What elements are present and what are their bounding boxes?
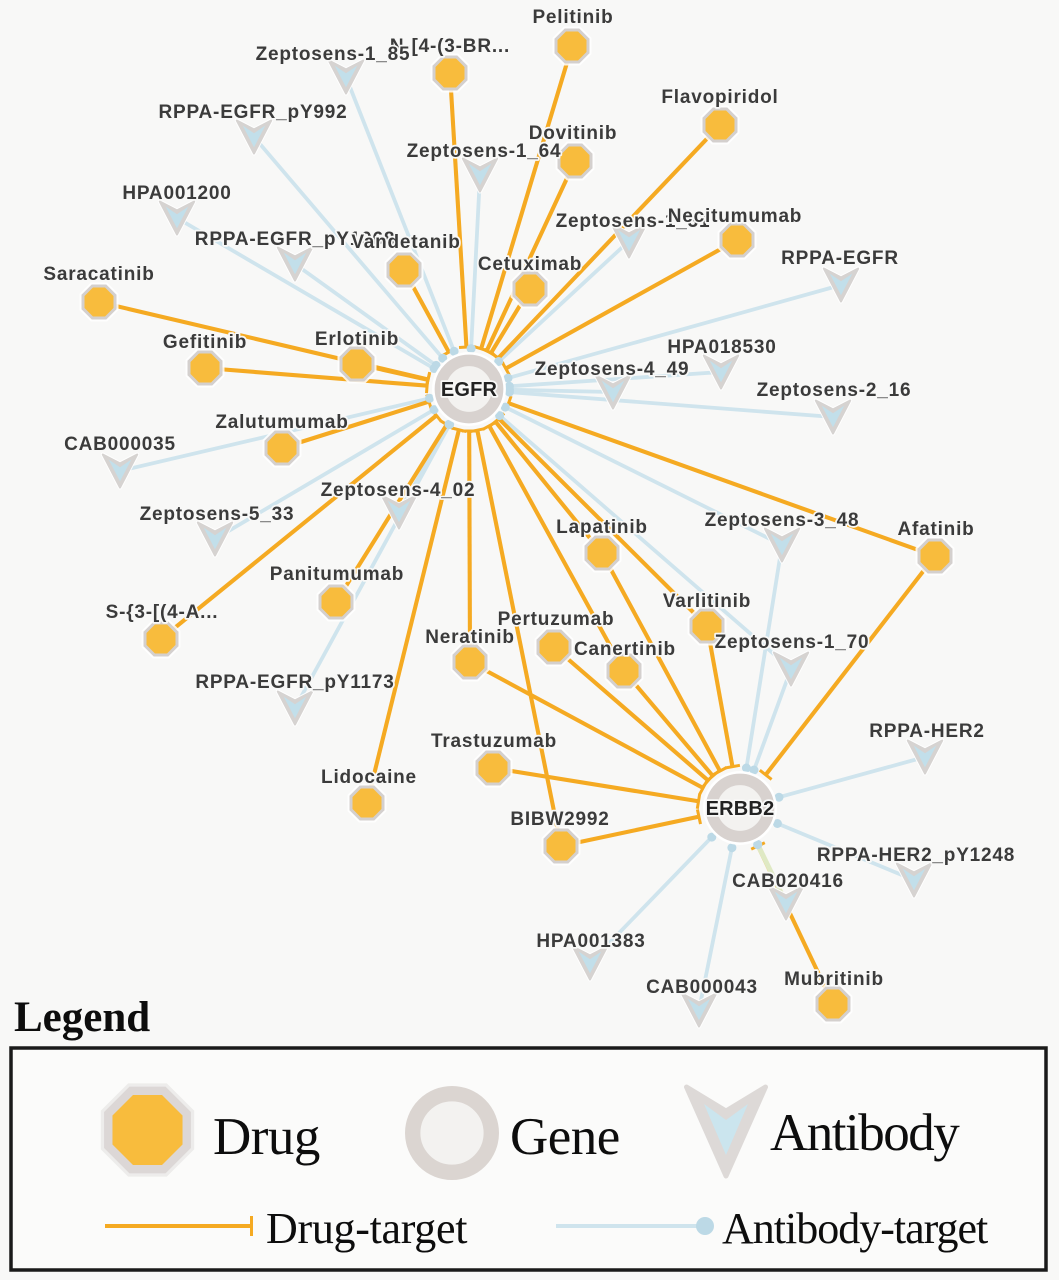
svg-text:BIBW2992: BIBW2992 [510, 809, 609, 830]
svg-text:RPPA-EGFR: RPPA-EGFR [781, 248, 899, 269]
svg-text:Flavopiridol: Flavopiridol [661, 87, 778, 108]
svg-text:RPPA-EGFR_pY1068: RPPA-EGFR_pY1068 [195, 229, 395, 250]
svg-text:Zeptosens-3_48: Zeptosens-3_48 [705, 510, 860, 531]
svg-text:Erlotinib: Erlotinib [315, 329, 399, 350]
svg-text:Dovitinib: Dovitinib [529, 123, 617, 144]
svg-text:Pertuzumab: Pertuzumab [498, 609, 615, 630]
svg-text:RPPA-HER2_pY1248: RPPA-HER2_pY1248 [817, 845, 1015, 866]
svg-text:Zeptosens-1_31: Zeptosens-1_31 [556, 211, 711, 232]
svg-text:Legend: Legend [14, 994, 150, 1041]
svg-text:RPPA-EGFR_pY992: RPPA-EGFR_pY992 [158, 102, 347, 123]
svg-text:Drug-target: Drug-target [266, 1204, 467, 1253]
svg-text:HPA018530: HPA018530 [667, 337, 776, 358]
svg-text:Gefitinib: Gefitinib [163, 332, 247, 353]
svg-text:RPPA-HER2: RPPA-HER2 [869, 721, 985, 742]
svg-text:Afatinib: Afatinib [897, 519, 974, 540]
svg-text:Zeptosens-1_64: Zeptosens-1_64 [407, 141, 562, 162]
svg-text:HPA001383: HPA001383 [536, 931, 645, 952]
svg-text:Cetuximab: Cetuximab [478, 254, 582, 275]
svg-text:Mubritinib: Mubritinib [784, 969, 884, 990]
svg-text:CAB020416: CAB020416 [732, 871, 844, 892]
svg-text:Zeptosens-1_85: Zeptosens-1_85 [256, 44, 411, 65]
svg-text:Saracatinib: Saracatinib [43, 264, 154, 285]
svg-text:EGFR: EGFR [441, 379, 498, 401]
svg-text:HPA001200: HPA001200 [122, 183, 231, 204]
svg-text:N-[4-(3-BR...: N-[4-(3-BR... [390, 36, 510, 57]
svg-text:Zalutumumab: Zalutumumab [215, 412, 348, 433]
svg-text:RPPA-EGFR_pY1173: RPPA-EGFR_pY1173 [195, 672, 394, 693]
svg-text:Vandetanib: Vandetanib [351, 232, 460, 253]
svg-text:Zeptosens-2_16: Zeptosens-2_16 [757, 380, 912, 401]
svg-text:Gene: Gene [510, 1108, 620, 1166]
svg-text:Zeptosens-4_02: Zeptosens-4_02 [321, 480, 476, 501]
svg-text:Panitumumab: Panitumumab [270, 564, 404, 585]
svg-text:Antibody: Antibody [770, 1104, 960, 1162]
svg-text:Neratinib: Neratinib [425, 627, 515, 648]
svg-text:CAB000035: CAB000035 [64, 434, 176, 455]
svg-text:Lidocaine: Lidocaine [321, 767, 417, 788]
svg-text:Trastuzumab: Trastuzumab [431, 731, 557, 752]
svg-text:Pelitinib: Pelitinib [532, 7, 613, 28]
svg-text:CAB000043: CAB000043 [646, 977, 758, 998]
svg-text:ERBB2: ERBB2 [706, 798, 775, 820]
svg-text:Zeptosens-4_49: Zeptosens-4_49 [535, 359, 690, 380]
svg-text:Antibody-target: Antibody-target [722, 1204, 988, 1253]
svg-text:Zeptosens-5_33: Zeptosens-5_33 [140, 504, 295, 525]
svg-text:Zeptosens-1_70: Zeptosens-1_70 [715, 632, 870, 653]
svg-text:Canertinib: Canertinib [574, 639, 676, 660]
svg-text:Varlitinib: Varlitinib [663, 591, 751, 612]
svg-text:Necitumumab: Necitumumab [668, 206, 802, 227]
svg-text:Lapatinib: Lapatinib [556, 517, 648, 538]
svg-text:Drug: Drug [213, 1108, 320, 1166]
svg-text:S-{3-[(4-A...: S-{3-[(4-A... [106, 602, 219, 623]
